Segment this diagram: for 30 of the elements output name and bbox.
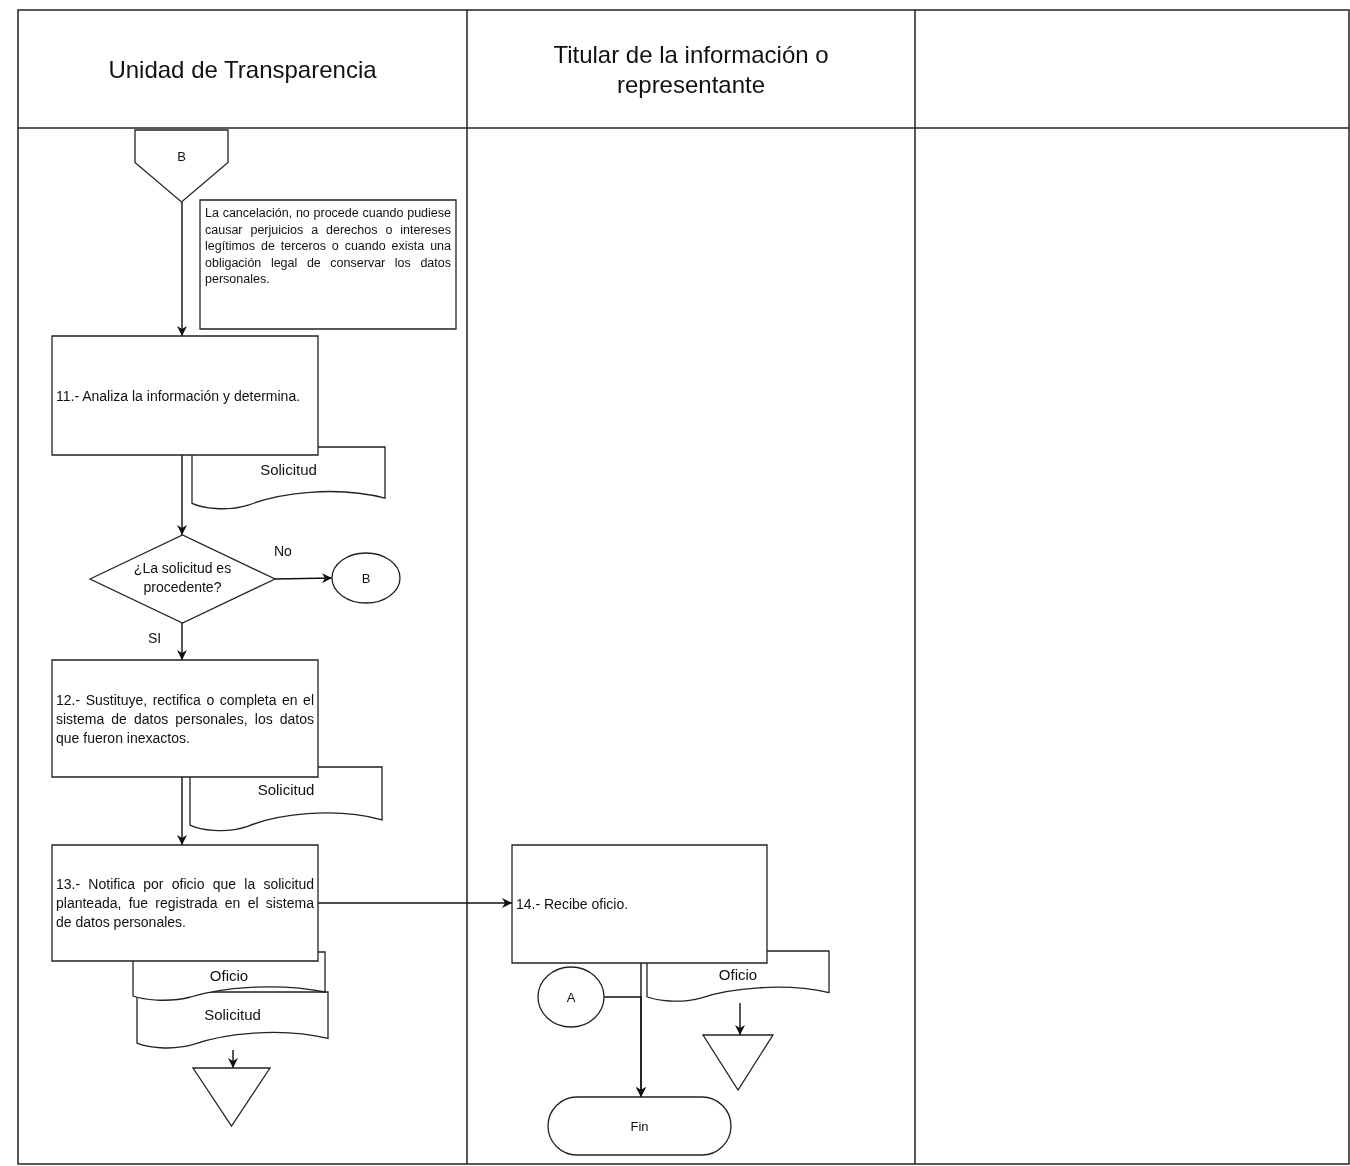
node-text: Oficio <box>717 965 759 984</box>
lane-heading: Unidad de Transparencia <box>107 55 378 85</box>
node-text: B <box>360 569 372 588</box>
node-text: Solicitud <box>259 460 318 479</box>
document-shape <box>190 767 382 833</box>
node-text: 12.- Sustituye, rectifica o completa en el sistema de datos personales, los datos que fueron inexactos. <box>56 690 314 747</box>
connector-circle <box>332 553 400 603</box>
node-text: 13.- Notifica por oficio que la solicitud planteada, fue registrada en el sistema de datos personales. <box>56 874 314 932</box>
archive-triangle <box>193 1068 270 1126</box>
document-shape <box>647 951 829 1003</box>
lane-heading: Titular de la información o representante <box>552 40 830 100</box>
node-text: La cancelación, no procede cuando pudiese causar perjuicios a derechos o intereses legítimos de terceros o cuando exista una obligación legal de conservar los datos personales. <box>205 205 451 288</box>
archive-triangle <box>703 1035 773 1090</box>
node-text: A <box>565 988 577 1007</box>
decision-diamond <box>90 535 275 623</box>
node-text: ¿La solicitud es procedente? <box>132 559 233 597</box>
node-text: B <box>176 148 187 166</box>
node-text: Fin <box>629 1117 650 1136</box>
note-box <box>200 200 456 329</box>
document-shape <box>137 992 328 1050</box>
off-page-connector <box>135 130 228 202</box>
connector-circle <box>538 967 604 1027</box>
node-text: 11.- Analiza la información y determina. <box>56 386 302 405</box>
node-text: Oficio <box>208 966 250 985</box>
terminator <box>548 1097 731 1155</box>
node-text: Solicitud <box>256 780 316 799</box>
node-text: 14.- Recibe oficio. <box>516 894 630 914</box>
node-text: Solicitud <box>203 1005 262 1024</box>
edge-label: No <box>272 543 294 559</box>
document-shape <box>192 447 385 511</box>
